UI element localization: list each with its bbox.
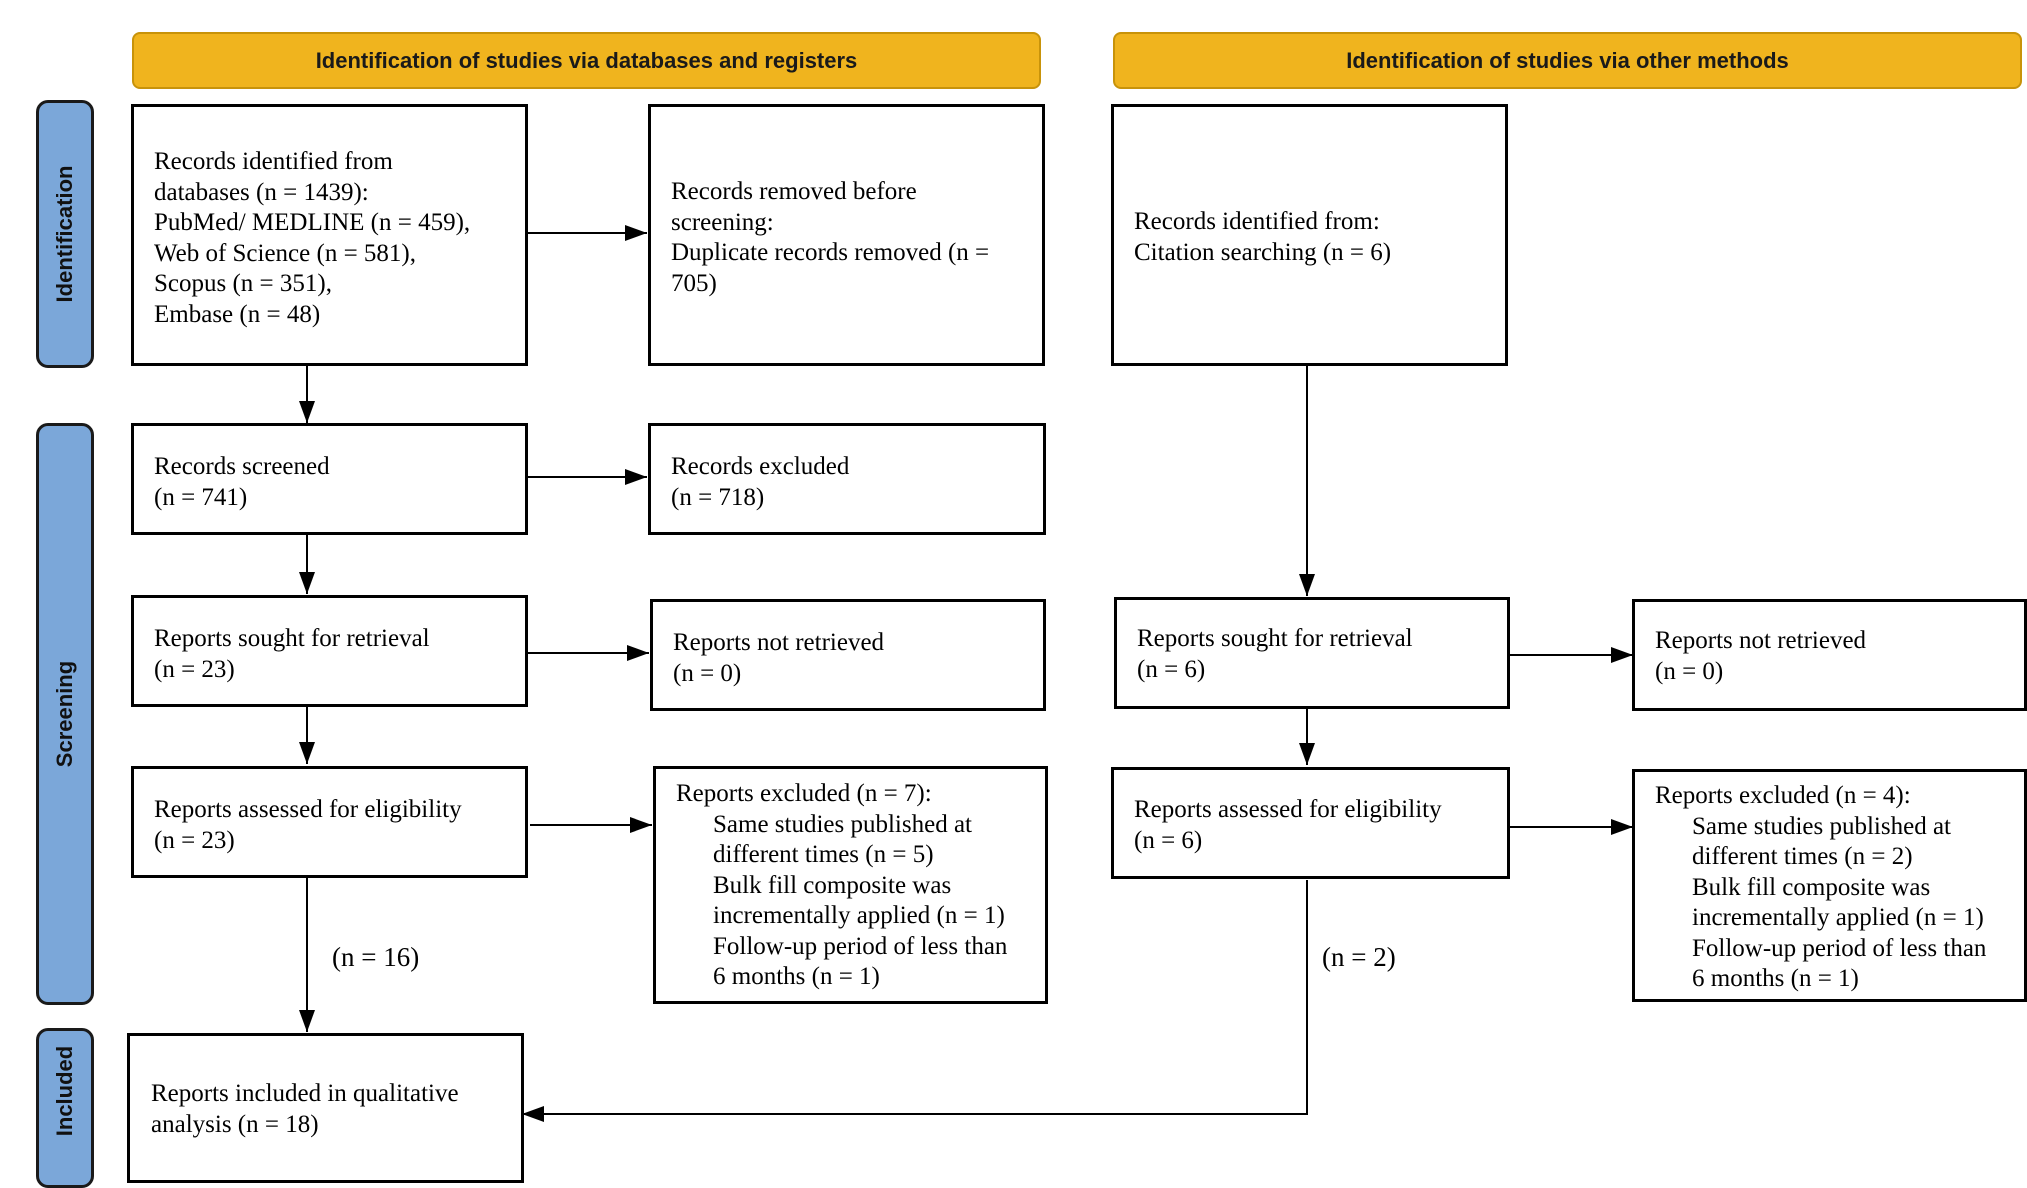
phase-screening: Screening	[36, 423, 94, 1005]
text-line: incrementally applied (n = 1)	[713, 902, 1005, 929]
box-right-reports-not-retrieved: Reports not retrieved (n = 0)	[1632, 599, 2027, 711]
text-line: Duplicate records removed (n =	[671, 239, 990, 266]
text-line: 6 months (n = 1)	[713, 963, 880, 990]
text-line: Reports excluded (n = 7):	[676, 780, 932, 807]
arrow-right-assessed-to-included	[522, 880, 1308, 1122]
text-line: Bulk fill composite was	[713, 871, 952, 899]
text-line: Reports assessed for eligibility	[154, 796, 462, 823]
text-line: Reports sought for retrieval	[154, 625, 430, 652]
text-line: databases (n = 1439):	[154, 178, 369, 206]
text-line: different times (n = 5)	[713, 841, 934, 868]
text-line: incrementally applied (n = 1)	[1692, 904, 1984, 931]
box-reports-included: Reports included in qualitative analysis…	[127, 1033, 524, 1183]
text-line: Records identified from:	[1134, 208, 1380, 235]
text-line: Scopus (n = 351),	[154, 270, 332, 297]
box-records-removed: Records removed before screening: Duplic…	[648, 104, 1045, 366]
box-reports-assessed: Reports assessed for eligibility (n = 23…	[131, 766, 528, 878]
text-line: Records screened	[154, 453, 330, 480]
box-right-reports-excluded: Reports excluded (n = 4): Same studies p…	[1632, 769, 2027, 1002]
label-n-right-to-included: (n = 2)	[1322, 942, 1396, 972]
text-line: (n = 0)	[673, 659, 742, 687]
text-line: Records excluded	[671, 453, 850, 480]
text-line: (n = 0)	[1655, 657, 1724, 685]
text-line: Follow-up period of less than	[1692, 934, 1987, 962]
header-other-methods: Identification of studies via other meth…	[1113, 32, 2022, 89]
text-line: Reports excluded (n = 4):	[1655, 782, 1911, 809]
box-records-excluded: Records excluded (n = 718)	[648, 423, 1046, 535]
text-line: different times (n = 2)	[1692, 843, 1913, 870]
box-records-screened: Records screened (n = 741)	[131, 423, 528, 535]
box-citation-records: Records identified from: Citation search…	[1111, 104, 1508, 366]
text-line: (n = 6)	[1134, 826, 1203, 854]
text-line: PubMed/ MEDLINE (n = 459),	[154, 209, 471, 236]
text-line: Reports not retrieved	[1655, 627, 1867, 654]
text-line: Citation searching (n = 6)	[1134, 238, 1392, 266]
text-line: Same studies published at	[1692, 812, 1951, 840]
text-line: screening:	[671, 208, 774, 236]
text-line: Bulk fill composite was	[1692, 873, 1931, 901]
text-line: Records identified from	[154, 148, 393, 175]
text-line: Reports sought for retrieval	[1137, 625, 1413, 652]
text-line: 6 months (n = 1)	[1692, 965, 1859, 992]
text-line: Reports included in qualitative	[151, 1080, 459, 1107]
text-line: 705)	[671, 269, 717, 297]
box-reports-sought: Reports sought for retrieval (n = 23)	[131, 595, 528, 707]
phase-identification: Identification	[36, 100, 94, 368]
header-databases: Identification of studies via databases …	[132, 32, 1041, 89]
box-right-reports-assessed: Reports assessed for eligibility (n = 6)	[1111, 767, 1510, 879]
phase-included: Included	[36, 1028, 94, 1188]
box-records-identified: Records identified from databases (n = 1…	[131, 104, 528, 366]
box-right-reports-sought: Reports sought for retrieval (n = 6)	[1114, 597, 1510, 709]
text-line: Web of Science (n = 581),	[154, 239, 416, 267]
label-n-left-to-included: (n = 16)	[332, 942, 420, 972]
text-line: (n = 23)	[154, 826, 235, 854]
text-line: (n = 718)	[671, 483, 765, 511]
text-line: Follow-up period of less than	[713, 932, 1008, 960]
text-line: Embase (n = 48)	[154, 300, 321, 328]
text-line: analysis (n = 18)	[151, 1110, 319, 1138]
text-line: Same studies published at	[713, 810, 972, 838]
text-line: Reports not retrieved	[673, 629, 885, 656]
text-line: (n = 741)	[154, 483, 248, 511]
text-line: (n = 23)	[154, 655, 235, 683]
box-reports-not-retrieved: Reports not retrieved (n = 0)	[650, 599, 1046, 711]
box-reports-excluded: Reports excluded (n = 7): Same studies p…	[653, 766, 1048, 1004]
text-line: Reports assessed for eligibility	[1134, 796, 1442, 823]
text-line: Records removed before	[671, 178, 917, 205]
text-line: (n = 6)	[1137, 655, 1206, 683]
